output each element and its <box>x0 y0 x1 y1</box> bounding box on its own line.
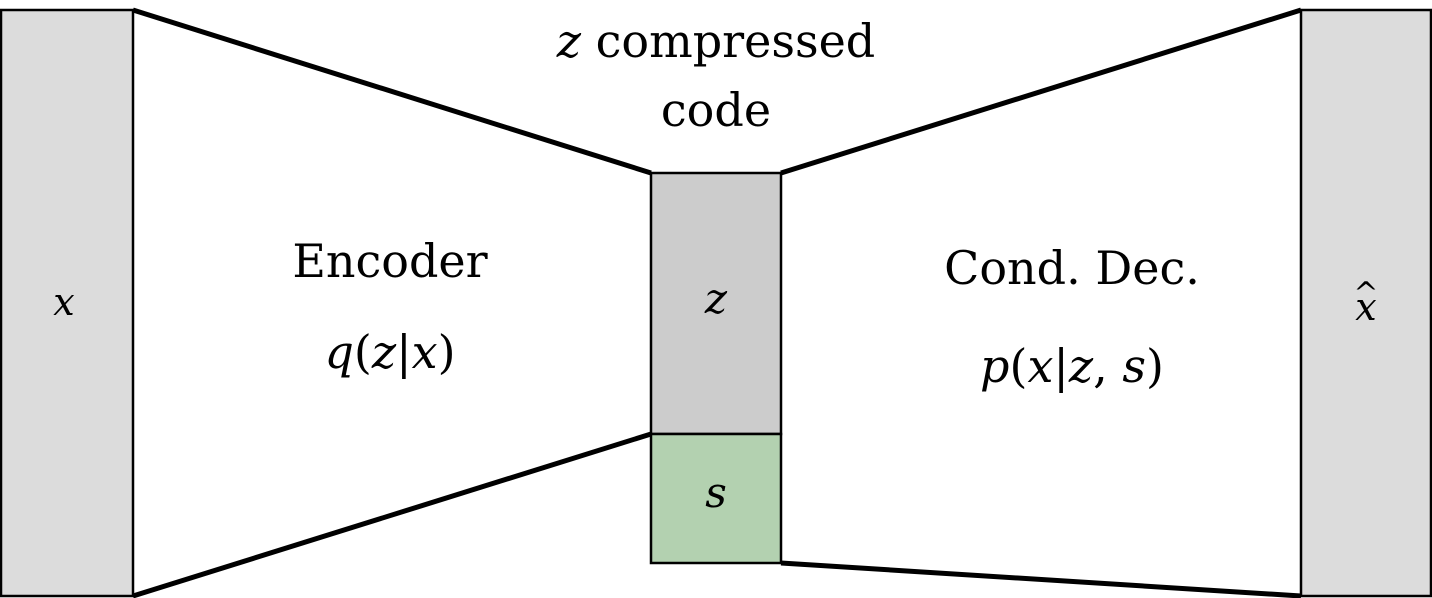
bottleneck-caption-text: compressed <box>581 14 875 68</box>
decoder-formula-open: ( <box>1009 339 1027 393</box>
decoder-top-edge <box>780 7 1302 176</box>
decoder-formula-var: x <box>1027 339 1053 393</box>
bottleneck-caption-line2: code <box>661 83 771 137</box>
encoder-formula-bar: | <box>396 325 412 379</box>
encoder-title: Encoder <box>292 234 487 288</box>
output-hat: ^ <box>1353 276 1378 311</box>
decoder-bottom-edge <box>780 560 1302 598</box>
output-symbol: x <box>1355 285 1376 329</box>
output-block <box>1299 8 1432 598</box>
encoder-formula-func: q <box>324 325 353 379</box>
z-block-symbol: z <box>704 274 728 323</box>
decoder-formula: p(x|z, s) <box>980 339 1164 393</box>
z-block <box>649 171 783 436</box>
bottleneck-caption-symbol: z <box>556 14 582 68</box>
encoder-bottom-edge <box>132 431 652 598</box>
decoder-formula-comma: , <box>1093 339 1122 393</box>
decoder-formula-func: p <box>980 339 1009 393</box>
encoder-formula-given: x <box>412 325 438 379</box>
input-block <box>0 8 135 598</box>
s-block <box>649 432 783 565</box>
decoder-formula-bar: | <box>1053 339 1069 393</box>
decoder-title: Cond. Dec. <box>944 241 1200 295</box>
encoder-formula-close: ) <box>438 325 456 379</box>
encoder-formula-var: z <box>371 325 397 379</box>
decoder-formula-given1: z <box>1068 339 1094 393</box>
encoder-formula: q(z|x) <box>324 325 455 379</box>
input-symbol: x <box>53 280 74 324</box>
s-block-symbol: s <box>705 468 727 517</box>
encoder-formula-open: ( <box>354 325 372 379</box>
decoder-formula-close: ) <box>1146 339 1164 393</box>
bottleneck-caption-line1: z compressed <box>556 14 876 68</box>
encoder-top-edge <box>132 7 652 176</box>
decoder-formula-given2: s <box>1122 339 1146 393</box>
